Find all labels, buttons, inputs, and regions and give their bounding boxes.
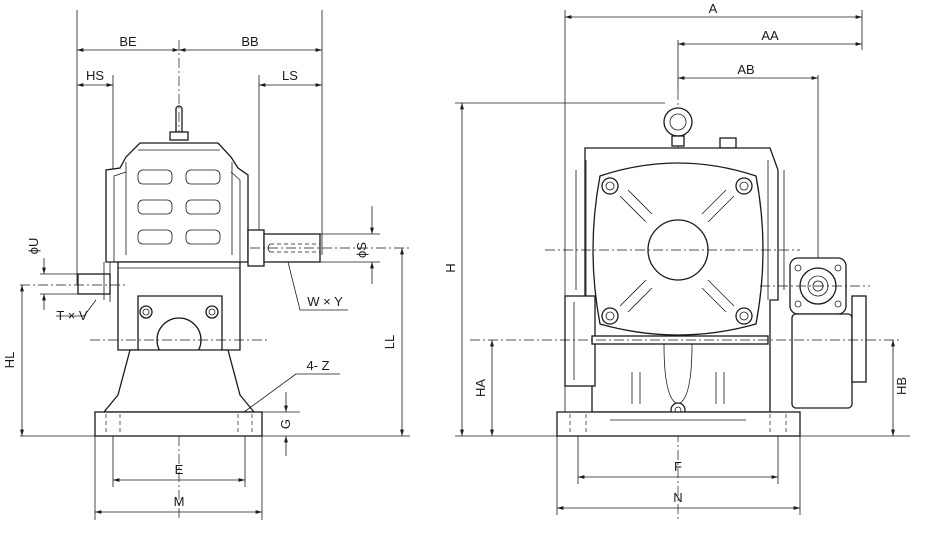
dim-label-m: M (174, 494, 185, 509)
dim-label-ha: HA (473, 379, 488, 397)
dim-label-bb: BB (241, 34, 258, 49)
side-view: BE BB HS LS ϕU T × V ϕS W × Y 4- Z (2, 10, 410, 520)
dim-label-n: N (673, 490, 682, 505)
dim-label-h: H (443, 263, 458, 272)
dim-label-aa: AA (761, 28, 779, 43)
dim-label-t-v: T × V (56, 308, 88, 323)
dim-label-4-z: 4- Z (306, 358, 329, 373)
dim-label-be: BE (119, 34, 137, 49)
dim-label-g: G (278, 419, 293, 429)
dim-label-ab: AB (737, 62, 754, 77)
dim-label-f: F (674, 459, 682, 474)
dim-label-w-y: W × Y (307, 294, 343, 309)
dim-label-e: E (175, 462, 184, 477)
front-view: A AA AB H HA HB F N (443, 1, 910, 520)
dim-label-hb: HB (894, 377, 909, 395)
dim-label-phi-s: ϕS (354, 242, 369, 258)
dim-label-a: A (709, 1, 718, 16)
dim-label-hl: HL (2, 352, 17, 369)
dim-label-ll: LL (382, 335, 397, 349)
dim-label-ls: LS (282, 68, 298, 83)
dim-label-hs: HS (86, 68, 104, 83)
dim-label-phi-u: ϕU (26, 238, 41, 255)
